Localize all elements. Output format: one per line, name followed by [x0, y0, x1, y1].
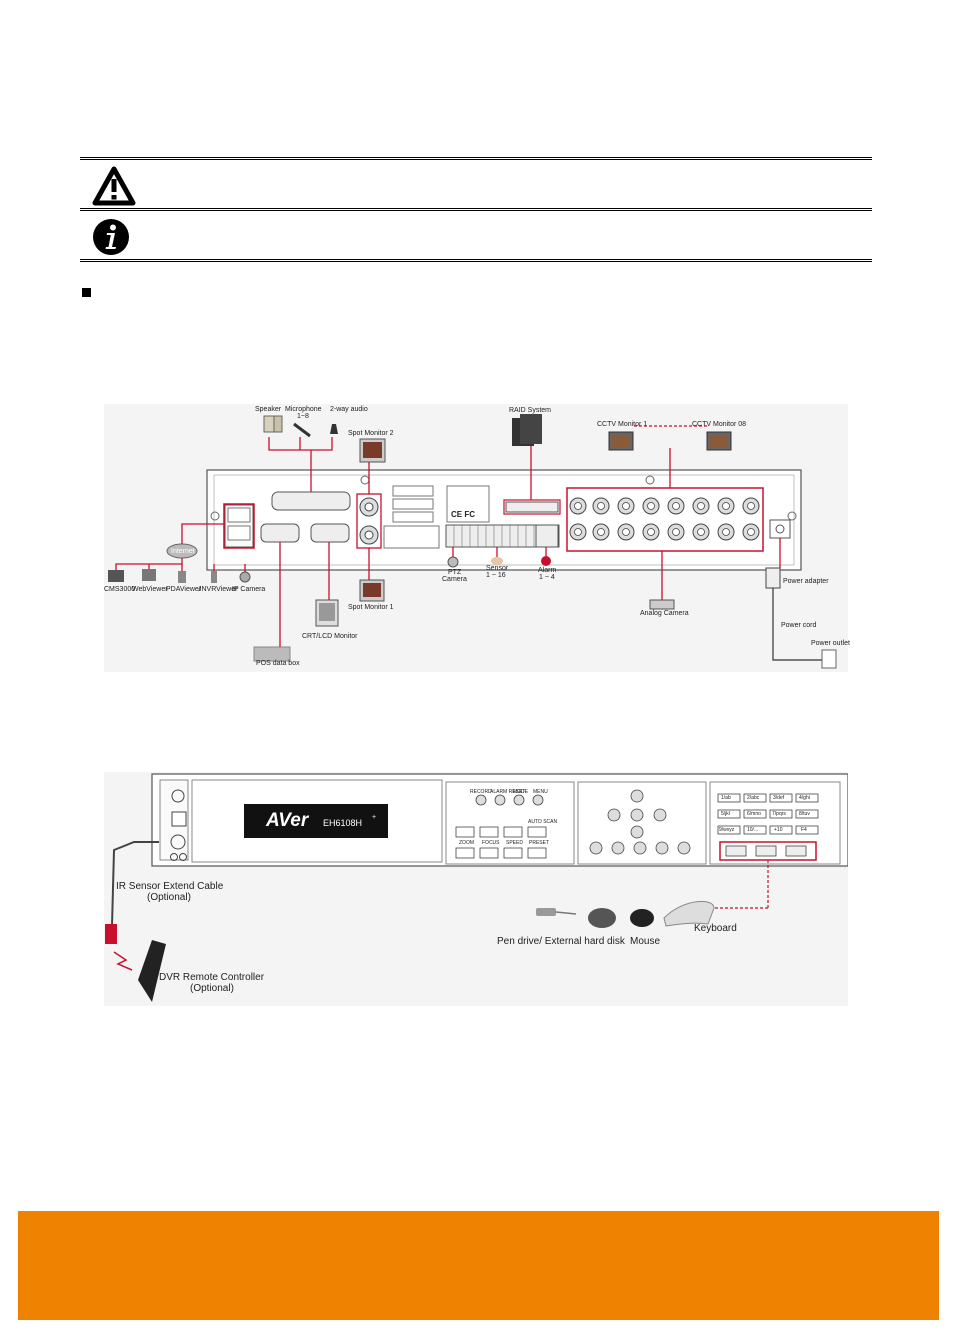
caution-icon [92, 166, 136, 206]
key-label: 10/... [747, 827, 759, 833]
rear-panel-diagram: Speaker Microphone 1~8 2-way audio Spot … [104, 404, 850, 672]
label-pdaviewer: PDAViewer [166, 586, 202, 593]
label-spot-monitor-2: Spot Monitor 2 [348, 430, 394, 437]
key-label: F4 [801, 827, 807, 833]
label-microphone-range: 1~8 [297, 413, 309, 420]
label-keyboard: Keyboard [694, 923, 737, 934]
front-panel-diagram: AVer EH6108H + RECORD ALARM RESET MODE M… [104, 772, 848, 1006]
label-pen-drive: Pen drive/ External hard disk [497, 936, 625, 947]
caution-bottom-rule [80, 208, 872, 211]
label-jnvrviewer: JNVRViewer [198, 586, 238, 593]
label-ir-optional: (Optional) [147, 892, 191, 903]
label-raid-system: RAID System [509, 407, 552, 414]
key-label: 9/wxyz [719, 827, 735, 833]
label-ir-sensor-cable: IR Sensor Extend Cable [116, 881, 224, 892]
label-brand: AVer [266, 810, 309, 831]
label-ptz: PTZ [448, 569, 462, 576]
label-zoom: ZOOM [459, 840, 474, 846]
label-spot-monitor-1: Spot Monitor 1 [348, 604, 394, 611]
label-cctv-monitor-1: CCTV Monitor 1 [597, 421, 648, 428]
label-focus: FOCUS [482, 840, 500, 846]
info-bottom-rule [80, 259, 872, 262]
label-cms3000: CMS3000 [104, 586, 136, 593]
label-model: EH6108H [323, 818, 363, 828]
label-mouse: Mouse [630, 936, 661, 947]
caution-top-rule [80, 157, 872, 160]
label-two-way-audio: 2-way audio [330, 406, 368, 413]
label-sensor: Sensor [486, 565, 509, 572]
label-remote-optional: (Optional) [190, 983, 234, 994]
label-analog-camera: Analog Camera [640, 610, 689, 617]
label-power-cord: Power cord [781, 622, 817, 629]
label-crt-lcd-monitor: CRT/LCD Monitor [302, 633, 358, 640]
label-menu: MENU [533, 789, 548, 795]
label-internet: Internet [171, 548, 195, 555]
label-power-outlet: Power outlet [811, 640, 850, 647]
label-cctv-monitor-08: CCTV Monitor 08 [692, 421, 747, 428]
key-label: 6/mno [747, 811, 761, 817]
label-alarm: Alarm [538, 567, 557, 574]
label-pos-data-box: POS data box [256, 660, 300, 667]
key-label: +10 [774, 827, 783, 833]
label-remote-controller: DVR Remote Controller [159, 972, 265, 983]
label-mode: MODE [513, 789, 528, 795]
key-label: 2/abc [747, 795, 760, 801]
label-preset: PRESET [529, 840, 550, 846]
footer-band [18, 1211, 939, 1320]
info-icon [92, 218, 130, 256]
label-ip-camera: IP Camera [232, 586, 266, 593]
label-alarm-reset: ALARM RESET [490, 789, 526, 795]
label-webviewer: WebViewer [132, 586, 168, 593]
label-microphone: Microphone [285, 406, 322, 413]
label-speed: SPEED [506, 840, 523, 846]
label-record: RECORD [470, 789, 492, 795]
key-label: 3/def [773, 795, 785, 801]
label-alarm-range: 1 ~ 4 [539, 574, 555, 581]
label-power-adapter: Power adapter [783, 578, 829, 585]
key-label: 5/jkl [721, 811, 730, 817]
key-label: 7/pqrs [772, 811, 786, 817]
label-speaker: Speaker [255, 406, 282, 413]
label-model-suffix: + [372, 814, 377, 821]
label-ce-mark: CE FC [451, 510, 475, 519]
key-label: 4/ghi [799, 795, 810, 801]
key-label: 8/tuv [799, 811, 810, 817]
label-ptz-camera: Camera [442, 576, 467, 583]
label-auto-scan: AUTO SCAN [528, 819, 558, 825]
key-label: 1/ab [721, 795, 731, 801]
label-sensor-range: 1 ~ 16 [486, 572, 506, 579]
square-bullet-icon [82, 288, 91, 297]
